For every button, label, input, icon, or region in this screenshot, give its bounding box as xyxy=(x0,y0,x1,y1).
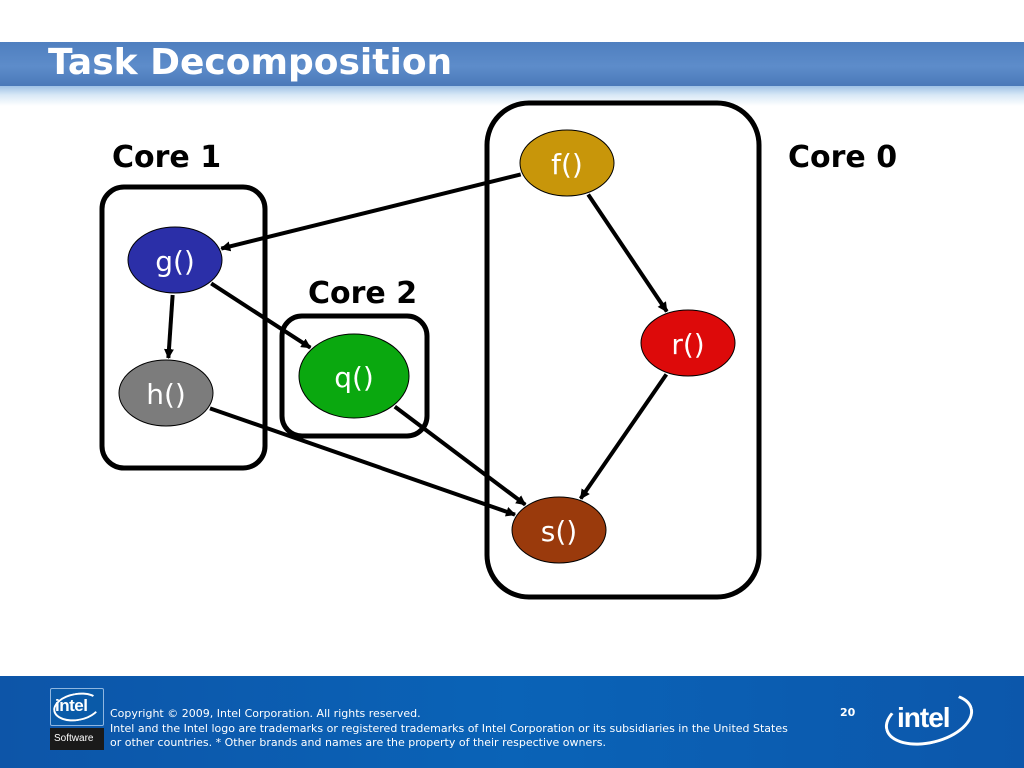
edge-g-to-h xyxy=(163,294,175,360)
svg-text:s(): s() xyxy=(541,515,577,548)
footer-line-3: or other countries. * Other brands and n… xyxy=(110,736,607,749)
node-h: h() xyxy=(118,359,214,427)
page-number: 20 xyxy=(840,706,856,719)
node-g: g() xyxy=(127,226,223,294)
node-f: f() xyxy=(519,129,615,197)
edge-q-to-s xyxy=(393,405,527,507)
node-q: q() xyxy=(298,333,410,419)
intel-logo: intel xyxy=(879,683,979,755)
intel-logo-word: intel xyxy=(897,702,951,733)
core-box-core0 xyxy=(484,100,762,600)
edge-g-to-q xyxy=(210,281,312,350)
title-bar xyxy=(0,42,1024,86)
svg-text:r(): r() xyxy=(671,328,704,361)
footer-copyright: Copyright © 2009, Intel Corporation. All… xyxy=(110,707,830,751)
core-box-core1 xyxy=(99,184,268,471)
edge-h-to-s xyxy=(209,406,516,517)
intel-software-logo-sub: Software xyxy=(54,733,94,744)
footer-bar xyxy=(0,676,1024,768)
svg-text:g(): g() xyxy=(155,245,195,278)
title-bar-shadow xyxy=(0,86,1024,106)
slide-title: Task Decomposition xyxy=(48,42,453,83)
node-s: s() xyxy=(511,496,607,564)
svg-text:f(): f() xyxy=(551,148,583,181)
core-label-core2: Core 2 xyxy=(308,276,417,311)
intel-software-logo: intel Software xyxy=(50,688,104,752)
svg-text:q(): q() xyxy=(334,361,374,394)
core-box-core2 xyxy=(279,313,430,439)
edge-r-to-s xyxy=(578,373,669,500)
edge-f-to-g xyxy=(220,172,522,252)
intel-software-logo-word: intel xyxy=(55,696,88,715)
core-label-core1: Core 1 xyxy=(112,140,221,175)
svg-text:h(): h() xyxy=(146,378,186,411)
core-label-core0: Core 0 xyxy=(788,140,897,175)
edge-f-to-r xyxy=(586,193,669,313)
footer-line-1: Copyright © 2009, Intel Corporation. All… xyxy=(110,707,421,720)
footer-line-2: Intel and the Intel logo are trademarks … xyxy=(110,721,788,735)
node-r: r() xyxy=(640,309,736,377)
